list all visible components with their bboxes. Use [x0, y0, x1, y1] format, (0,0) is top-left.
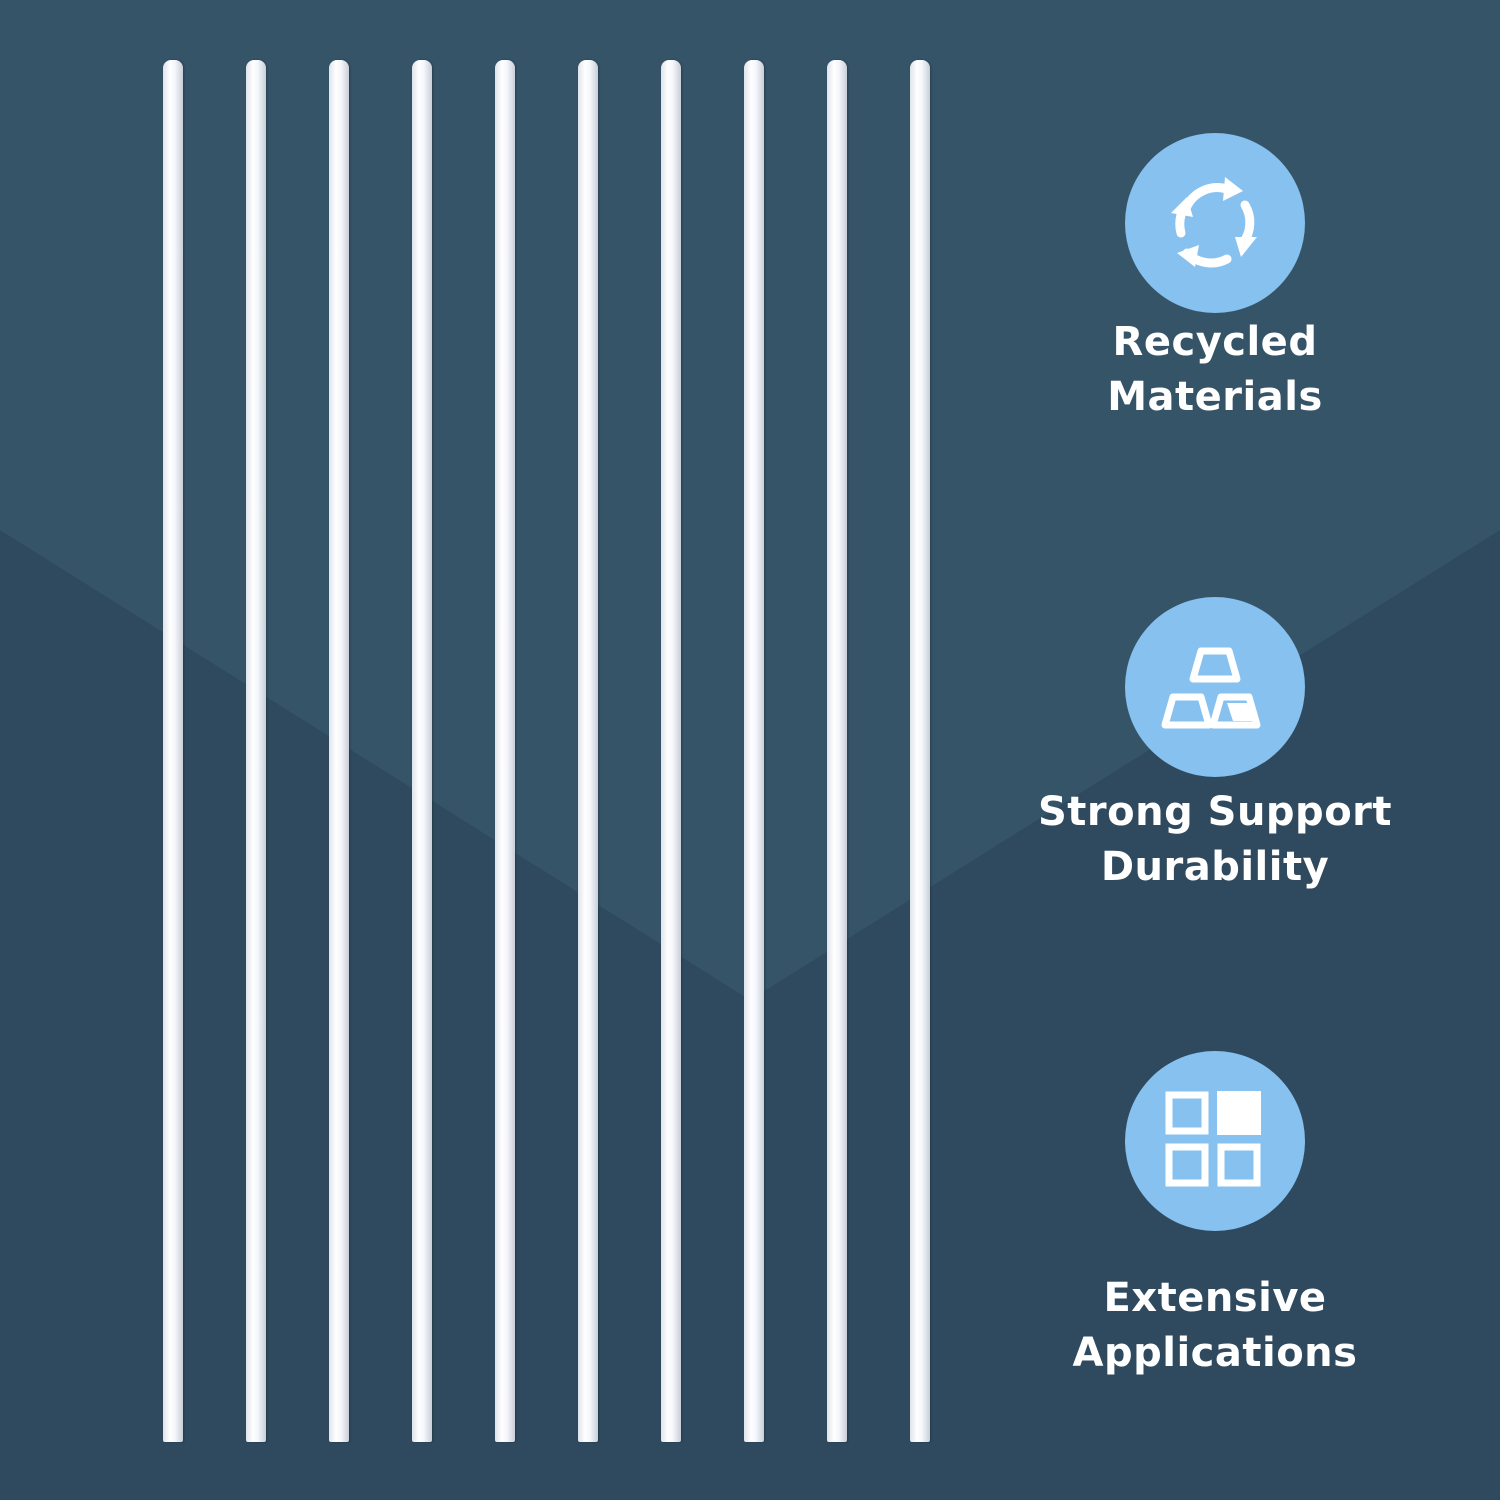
rod [910, 60, 930, 1442]
rod [495, 60, 515, 1442]
rod [412, 60, 432, 1442]
feature-label-line2: Durability [1100, 844, 1330, 890]
feature-recycled: Recycled Materials [1030, 133, 1400, 425]
grid-squares-icon [1165, 1091, 1261, 1187]
badge-circle [1125, 133, 1305, 313]
stacked-bars-icon [1161, 647, 1261, 729]
badge-circle [1125, 1051, 1305, 1231]
feature-label-line2: Materials [1107, 374, 1323, 420]
rod [661, 60, 681, 1442]
rod [827, 60, 847, 1442]
rod [246, 60, 266, 1442]
feature-extensive-applications: Extensive Applications [1030, 1051, 1400, 1381]
feature-label: Extensive Applications [1073, 1271, 1358, 1381]
feature-label: Recycled Materials [1107, 315, 1323, 425]
feature-label-line1: Extensive [1103, 1275, 1327, 1321]
feature-label-line1: Strong Support [1037, 789, 1393, 835]
feature-label-line1: Recycled [1112, 319, 1318, 365]
feature-label-line2: Applications [1072, 1330, 1358, 1376]
feature-label: Strong Support Durability [1038, 785, 1392, 895]
recycle-arrows-icon [1171, 177, 1257, 268]
badge-circle [1125, 597, 1305, 777]
rod [578, 60, 598, 1442]
rod [329, 60, 349, 1442]
rod [744, 60, 764, 1442]
feature-strong-support: Strong Support Durability [1030, 597, 1400, 895]
rod [163, 60, 183, 1442]
